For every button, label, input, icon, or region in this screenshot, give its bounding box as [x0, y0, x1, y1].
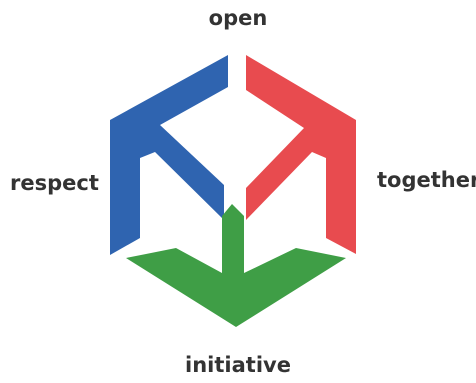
red-right-arrow-shape: [246, 55, 356, 254]
blue-left-arrow-shape: [110, 55, 228, 255]
green-down-arrow-shape: [126, 204, 346, 327]
label-together: together: [377, 168, 476, 192]
label-respect: respect: [10, 171, 99, 195]
label-initiative: initiative: [185, 353, 291, 377]
label-open: open: [208, 6, 268, 30]
